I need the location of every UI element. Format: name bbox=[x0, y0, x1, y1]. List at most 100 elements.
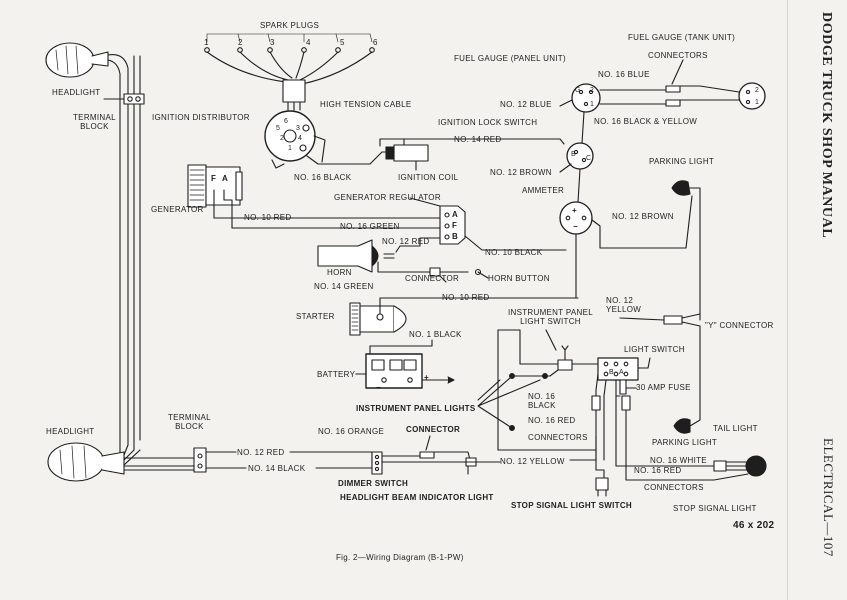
label-tail-light: TAIL LIGHT bbox=[713, 424, 758, 433]
wire-label: NO. 12 YELLOW bbox=[606, 296, 642, 314]
label-connectors-top: CONNECTORS bbox=[648, 51, 708, 60]
plug-number: 1 bbox=[204, 38, 209, 47]
instrument-panel-light-switch bbox=[497, 329, 599, 451]
headlight-top-symbol bbox=[45, 42, 109, 78]
wire-label: NO. 16 BLACK bbox=[294, 173, 352, 182]
label-ignition-distributor: IGNITION DISTRIBUTOR bbox=[152, 113, 250, 122]
section-title: ELECTRICAL—107 bbox=[821, 438, 836, 557]
ignition-distributor bbox=[264, 79, 383, 169]
label-parking-light-bottom: PARKING LIGHT bbox=[652, 438, 718, 447]
wire-label: NO. 16 RED bbox=[634, 466, 682, 475]
wire-label: NO. 1 BLACK bbox=[409, 330, 462, 339]
wire-no14-red-lock bbox=[379, 138, 565, 147]
wire-label: NO. 12 BROWN bbox=[612, 212, 674, 221]
harness-bottom bbox=[123, 444, 195, 471]
terminal-letter: F bbox=[211, 174, 217, 183]
wire-light-switch-down bbox=[595, 373, 749, 485]
label-instrument-panel-lights: INSTRUMENT PANEL LIGHTS bbox=[356, 404, 476, 413]
page-gutter bbox=[787, 0, 788, 600]
label-30-amp-fuse: 30 AMP FUSE bbox=[636, 383, 691, 392]
label-terminal-block-left: TERMINAL BLOCK bbox=[73, 113, 116, 131]
wire-no10-black-reg bbox=[464, 235, 567, 251]
label-stop-signal-light: STOP SIGNAL LIGHT bbox=[673, 504, 757, 513]
wire-label: NO. 10 BLACK bbox=[485, 248, 543, 257]
wire-label: NO. 10 RED bbox=[244, 213, 292, 222]
headlight-bottom-symbol bbox=[47, 442, 125, 482]
wire-label: NO. 12 RED bbox=[382, 237, 430, 246]
generator bbox=[187, 164, 441, 229]
label-horn: HORN bbox=[327, 268, 352, 277]
label-ignition-coil: IGNITION COIL bbox=[398, 173, 459, 182]
harness-left-vertical bbox=[107, 53, 141, 456]
wire-no12-blue-fuel bbox=[559, 99, 573, 107]
mid-connectors bbox=[591, 395, 631, 411]
terminal-letter: 1 bbox=[590, 101, 595, 108]
label-headlight-top: HEADLIGHT bbox=[52, 88, 101, 97]
wire-label: NO. 14 BLACK bbox=[248, 464, 306, 473]
label-battery: BATTERY bbox=[317, 370, 356, 379]
terminal-letter: G bbox=[575, 87, 581, 94]
label-ignition-lock-switch: IGNITION LOCK SWITCH bbox=[438, 118, 538, 127]
parking-light-bottom-symbol bbox=[673, 418, 691, 434]
terminal-letter: B bbox=[609, 369, 614, 376]
label-starter: STARTER bbox=[296, 312, 335, 321]
plug-number: 6 bbox=[373, 38, 378, 47]
battery bbox=[355, 339, 455, 389]
label-light-switch: LIGHT SWITCH bbox=[624, 345, 685, 354]
dimmer-switch bbox=[371, 451, 383, 475]
wire-label: NO. 12 YELLOW bbox=[500, 457, 565, 466]
label-y-connector: "Y" CONNECTOR bbox=[705, 321, 774, 330]
terminal-letter: 2 bbox=[755, 87, 760, 94]
manual-title: DODGE TRUCK SHOP MANUAL bbox=[819, 12, 834, 239]
wire-label: NO. 16 WHITE bbox=[650, 456, 707, 465]
headlight-beam-indicator bbox=[465, 457, 477, 475]
parking-light-top bbox=[671, 180, 691, 196]
label-fuel-gauge-panel: FUEL GAUGE (PANEL UNIT) bbox=[454, 54, 566, 63]
y-connector bbox=[619, 313, 701, 427]
wire-label: NO. 16 RED bbox=[528, 416, 576, 425]
label-connectors-bottom-right: CONNECTORS bbox=[644, 483, 704, 492]
leader-ipls bbox=[545, 329, 557, 351]
terminal-letter: 1 bbox=[755, 99, 760, 106]
wire-lock-to-fuel bbox=[581, 111, 585, 144]
distributor-number: 6 bbox=[284, 118, 289, 125]
label-fuel-gauge-tank: FUEL GAUGE (TANK UNIT) bbox=[628, 33, 736, 42]
wire-ammeter-to-lock bbox=[577, 168, 581, 203]
tail-light bbox=[713, 455, 767, 477]
wire-label: NO. 16 BLACK bbox=[528, 392, 556, 410]
label-ammeter: AMMETER bbox=[522, 186, 565, 195]
starter bbox=[349, 297, 579, 336]
wire-label: NO. 14 RED bbox=[454, 135, 502, 144]
terminal-block-left bbox=[103, 93, 145, 105]
wire-label: NO. 10 RED bbox=[442, 293, 490, 302]
wire-label: NO. 12 RED bbox=[237, 448, 285, 457]
label-generator: GENERATOR bbox=[151, 205, 204, 214]
wire-label: NO. 16 BLUE bbox=[598, 70, 650, 79]
plug-number: 5 bbox=[340, 38, 345, 47]
horn bbox=[317, 239, 482, 277]
wire-label: NO. 16 ORANGE bbox=[318, 427, 385, 436]
plug-number: 2 bbox=[238, 38, 243, 47]
wire-no12-red-reg bbox=[395, 245, 401, 253]
plug-number: 3 bbox=[270, 38, 275, 47]
wire-right-parking bbox=[689, 187, 701, 321]
terminal-letter: F bbox=[452, 221, 458, 230]
terminal-letter: A bbox=[222, 174, 229, 183]
label-connector-horn: CONNECTOR bbox=[405, 274, 460, 283]
wire-no12-brown-ammeter bbox=[591, 195, 693, 249]
label-horn-button: HORN BUTTON bbox=[488, 274, 550, 283]
connectors-top-symbols bbox=[665, 59, 684, 107]
label-headlight-beam-indicator: HEADLIGHT BEAM INDICATOR LIGHT bbox=[340, 493, 494, 502]
distributor-number: 5 bbox=[276, 125, 281, 132]
terminal-letter: + bbox=[424, 373, 429, 382]
distributor-number: 4 bbox=[298, 135, 303, 142]
fuel-gauge-panel bbox=[571, 83, 601, 113]
label-dimmer-switch: DIMMER SWITCH bbox=[338, 479, 409, 488]
terminal-letter: C bbox=[586, 155, 592, 162]
terminal-letter: A bbox=[619, 369, 624, 376]
plug-number: 4 bbox=[306, 38, 311, 47]
distributor-number: 2 bbox=[280, 135, 285, 142]
label-parking-light-top: PARKING LIGHT bbox=[649, 157, 715, 166]
spark-plugs-label: SPARK PLUGS bbox=[260, 21, 320, 30]
figure-code: 46 x 202 bbox=[733, 520, 775, 531]
